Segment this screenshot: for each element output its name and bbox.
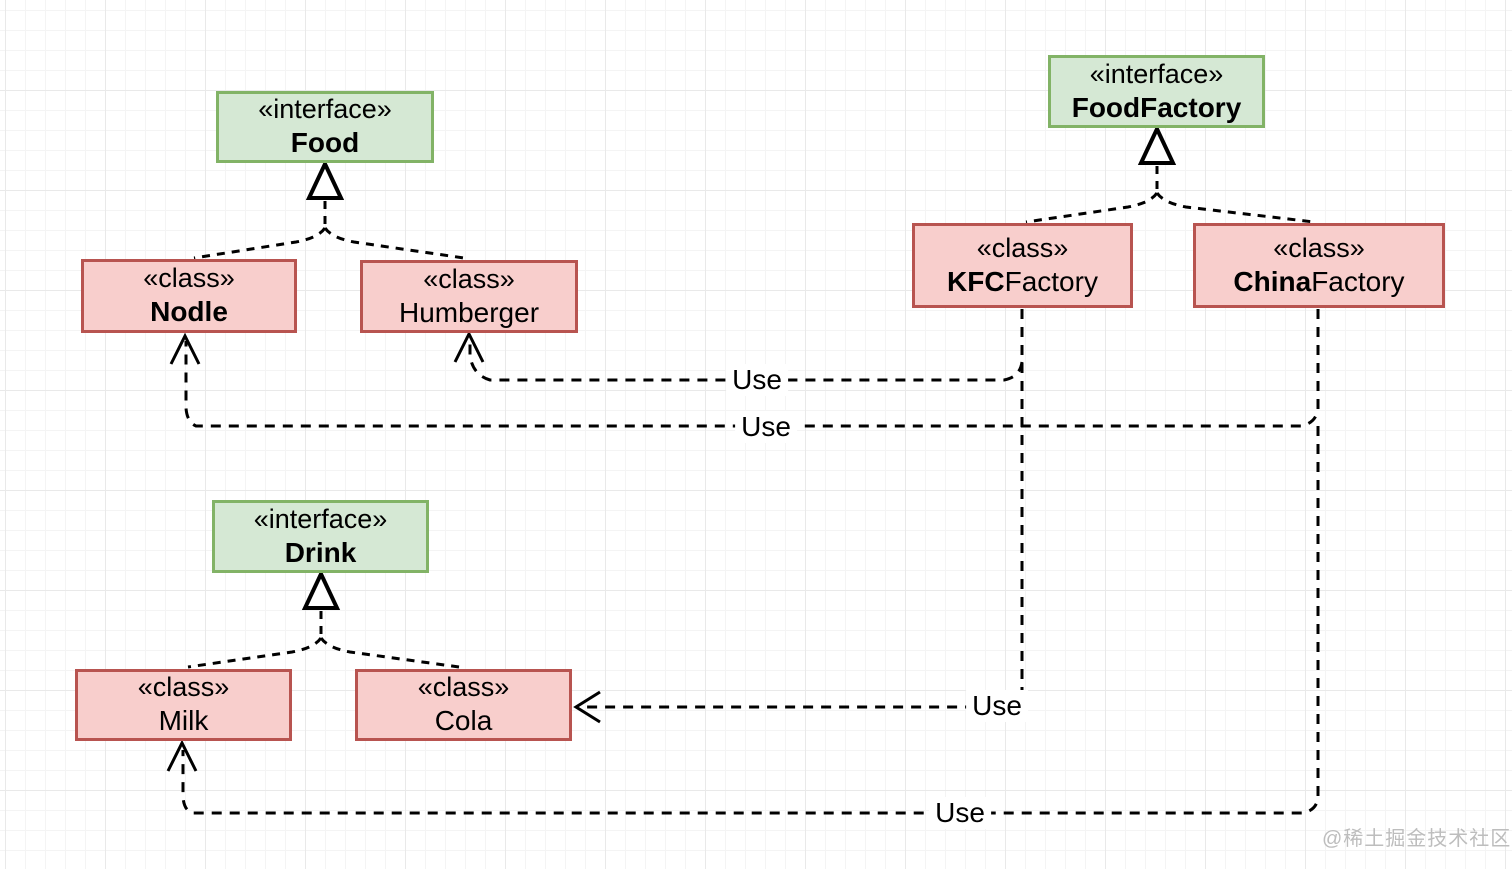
node-kfcfactory-name: KFCFactory — [947, 265, 1098, 299]
hollow-triangle-icon — [305, 159, 345, 200]
open-arrowhead-icon — [169, 332, 201, 365]
node-humberger-name: Humberger — [398, 296, 540, 328]
watermark: @稀土掘金技术社区 — [1322, 828, 1512, 850]
node-drink-stereotype: «interface» — [253, 503, 388, 534]
use-kfcfactory-humberger — [453, 330, 1024, 382]
node-drink-name: Drink — [284, 536, 357, 568]
node-milk-name: Milk — [158, 705, 209, 737]
node-foodfactory: «interface» FoodFactory — [1048, 55, 1265, 128]
hollow-triangle-icon — [1137, 124, 1177, 165]
use-kfc-humberger-path — [468, 338, 1024, 382]
node-cola: «class» Cola — [355, 669, 572, 741]
use-kfc-cola-path — [580, 693, 1024, 709]
use-label-kfc-cola: Use — [966, 690, 1028, 722]
realization-drink — [187, 569, 460, 669]
node-nodle-stereotype: «class» — [143, 263, 235, 294]
node-food-name: Food — [290, 127, 360, 159]
node-humberger-stereotype: «class» — [423, 263, 515, 294]
use-kfcfactory-cola — [573, 690, 1024, 724]
node-chinafactory-name: ChinaFactory — [1233, 265, 1404, 299]
node-foodfactory-name: FoodFactory — [1071, 91, 1242, 123]
node-food: «interface» Food — [216, 91, 434, 163]
use-china-milk-path — [181, 426, 1320, 815]
use-label-china-nodle: Use — [735, 411, 797, 443]
node-nodle: «class» Nodle — [81, 259, 297, 333]
realization-food-branch-humberger — [323, 227, 465, 260]
node-chinafactory-name-bold: China — [1233, 265, 1312, 297]
node-foodfactory-stereotype: «interface» — [1089, 58, 1224, 89]
node-kfcfactory-name-rest: Factory — [1004, 265, 1098, 297]
use-chinafactory-milk — [166, 426, 1320, 815]
node-chinafactory: «class» ChinaFactory — [1193, 223, 1445, 308]
node-cola-stereotype: «class» — [417, 672, 510, 703]
node-milk: «class» Milk — [75, 669, 292, 741]
node-cola-name: Cola — [434, 705, 493, 737]
node-milk-stereotype: «class» — [137, 672, 230, 703]
hollow-triangle-icon — [301, 569, 341, 610]
node-chinafactory-stereotype: «class» — [1273, 232, 1365, 263]
open-arrowhead-icon — [453, 330, 485, 363]
realization-food — [193, 159, 465, 260]
open-arrowhead-icon — [573, 690, 601, 724]
node-chinafactory-name-rest: Factory — [1311, 265, 1405, 297]
node-kfcfactory: «class» KFCFactory — [912, 223, 1133, 308]
node-humberger: «class» Humberger — [360, 260, 578, 333]
realization-foodfactory-branch-kfc — [1025, 192, 1159, 224]
node-food-stereotype: «interface» — [258, 94, 392, 125]
node-kfcfactory-name-bold: KFC — [947, 265, 1005, 297]
realization-food-branch-nodle — [193, 227, 327, 260]
open-arrowhead-icon — [166, 739, 198, 772]
use-label-china-milk: Use — [929, 797, 991, 829]
realization-drink-branch-milk — [187, 637, 323, 669]
node-drink: «interface» Drink — [212, 500, 429, 573]
realization-foodfactory-branch-china — [1155, 192, 1315, 224]
use-chinafactory-nodle — [169, 309, 1320, 428]
realization-drink-branch-cola — [319, 637, 460, 669]
use-china-nodle-path — [184, 309, 1320, 428]
node-nodle-name: Nodle — [150, 296, 228, 328]
node-kfcfactory-stereotype: «class» — [976, 232, 1069, 263]
use-label-kfc-humberger: Use — [726, 364, 788, 396]
realization-foodfactory — [1025, 124, 1315, 224]
